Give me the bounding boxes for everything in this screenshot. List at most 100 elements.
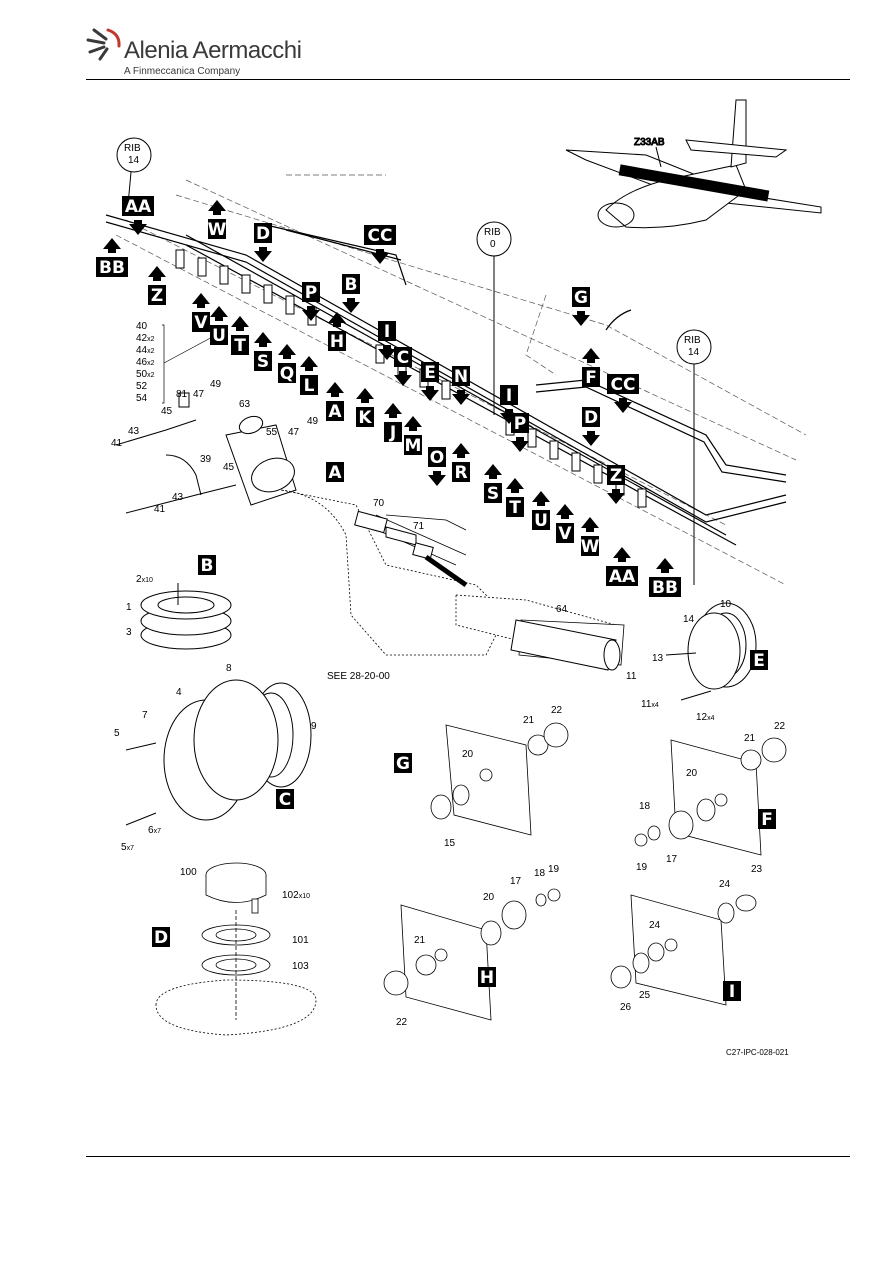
svg-text:H: H	[480, 968, 494, 988]
svg-text:14: 14	[683, 614, 695, 625]
svg-text:9: 9	[311, 721, 317, 732]
detail-e-flange	[665, 602, 757, 701]
view-arrow-down-icon	[582, 431, 600, 446]
figure-reference: C27-IPC-028-021	[726, 1048, 789, 1057]
view-box-t: T	[231, 316, 249, 356]
svg-text:55: 55	[266, 427, 278, 438]
view-box-o: O	[428, 447, 446, 486]
svg-text:Q: Q	[280, 364, 294, 384]
svg-text:Z: Z	[151, 286, 163, 306]
svg-text:42x2: 42x2	[136, 333, 155, 344]
view-box-m: M	[404, 416, 422, 456]
rib-callout-center: RIB 0	[476, 221, 512, 415]
svg-text:S: S	[487, 484, 499, 504]
view-arrow-up-icon	[103, 238, 121, 253]
view-box-s: S	[254, 332, 272, 372]
svg-text:RIB: RIB	[684, 335, 701, 346]
brand-name: Alenia Aermacchi	[124, 37, 302, 64]
svg-text:13: 13	[652, 653, 664, 664]
aircraft-silhouette: Z33AB	[565, 99, 822, 229]
view-box-p: P	[302, 282, 320, 321]
svg-text:W: W	[581, 537, 600, 557]
view-box-d: D	[582, 407, 600, 446]
view-box-a: A	[326, 382, 344, 422]
view-box-p: P	[511, 413, 529, 452]
svg-text:J: J	[389, 423, 396, 443]
view-box-n: N	[452, 366, 470, 405]
view-box-h: H	[328, 312, 346, 352]
svg-text:52: 52	[136, 381, 148, 392]
svg-text:18: 18	[534, 868, 546, 879]
svg-text:L: L	[304, 376, 315, 396]
detail-c-flange	[125, 679, 312, 826]
view-box-s: S	[484, 464, 502, 504]
svg-text:C: C	[397, 348, 409, 368]
footer-rule	[86, 1156, 850, 1157]
detail-i-fitting	[610, 894, 757, 1006]
svg-text:43: 43	[172, 492, 184, 503]
view-box-w: W	[208, 200, 227, 240]
svg-text:1: 1	[126, 602, 132, 613]
svg-text:S: S	[257, 352, 269, 372]
svg-text:P: P	[514, 414, 526, 434]
svg-text:41: 41	[154, 504, 166, 515]
svg-text:CC: CC	[368, 226, 393, 246]
svg-text:44x2: 44x2	[136, 345, 155, 356]
svg-text:20: 20	[483, 892, 495, 903]
svg-text:U: U	[212, 326, 226, 346]
svg-text:21: 21	[523, 715, 535, 726]
view-box-cc: CC	[364, 225, 396, 264]
svg-text:BB: BB	[652, 578, 678, 598]
svg-text:23: 23	[751, 864, 763, 875]
detail-g-fitting	[430, 722, 569, 836]
svg-text:49: 49	[307, 416, 319, 427]
svg-text:F: F	[585, 368, 597, 388]
svg-text:26: 26	[620, 1002, 632, 1013]
svg-text:43: 43	[128, 426, 140, 437]
svg-text:14: 14	[688, 347, 700, 358]
view-arrow-up-icon	[581, 517, 599, 532]
svg-text:C: C	[279, 790, 291, 810]
view-box-e: E	[421, 362, 439, 401]
svg-text:AA: AA	[125, 197, 152, 217]
svg-text:D: D	[584, 408, 598, 428]
svg-text:D: D	[154, 928, 168, 948]
view-box-t: T	[506, 478, 524, 518]
view-box-c: C	[276, 789, 294, 810]
svg-text:5: 5	[114, 728, 120, 739]
svg-text:B: B	[345, 275, 358, 295]
clamp-series	[175, 249, 647, 508]
svg-text:P: P	[305, 283, 317, 303]
view-arrow-up-icon	[556, 504, 574, 519]
svg-text:M: M	[405, 436, 422, 456]
view-arrow-up-icon	[208, 200, 226, 215]
detail-d-panel	[155, 862, 317, 1036]
view-box-r: R	[452, 443, 470, 483]
view-box-d: D	[152, 927, 170, 948]
view-box-g: G	[572, 287, 590, 326]
svg-text:V: V	[558, 524, 572, 544]
svg-text:19: 19	[548, 864, 560, 875]
svg-text:40: 40	[136, 321, 148, 332]
svg-text:22: 22	[551, 705, 563, 716]
svg-text:A: A	[328, 463, 342, 483]
view-arrow-up-icon	[356, 388, 374, 403]
view-box-v: V	[192, 293, 210, 333]
view-arrow-up-icon	[326, 382, 344, 397]
svg-text:A: A	[328, 402, 342, 422]
svg-text:70: 70	[373, 498, 385, 509]
view-box-u: U	[532, 491, 550, 531]
svg-text:64: 64	[556, 604, 568, 615]
svg-text:14: 14	[128, 155, 140, 166]
header-rule	[86, 79, 850, 80]
svg-text:F: F	[761, 810, 773, 830]
svg-text:54: 54	[136, 393, 148, 404]
alenia-logo-icon	[86, 28, 121, 61]
svg-text:20: 20	[462, 749, 474, 760]
svg-text:D: D	[256, 224, 270, 244]
rib-callout-left: RIB 14	[116, 137, 152, 206]
manifold-duct	[105, 214, 787, 546]
svg-text:21: 21	[414, 935, 426, 946]
svg-text:50x2: 50x2	[136, 369, 155, 380]
